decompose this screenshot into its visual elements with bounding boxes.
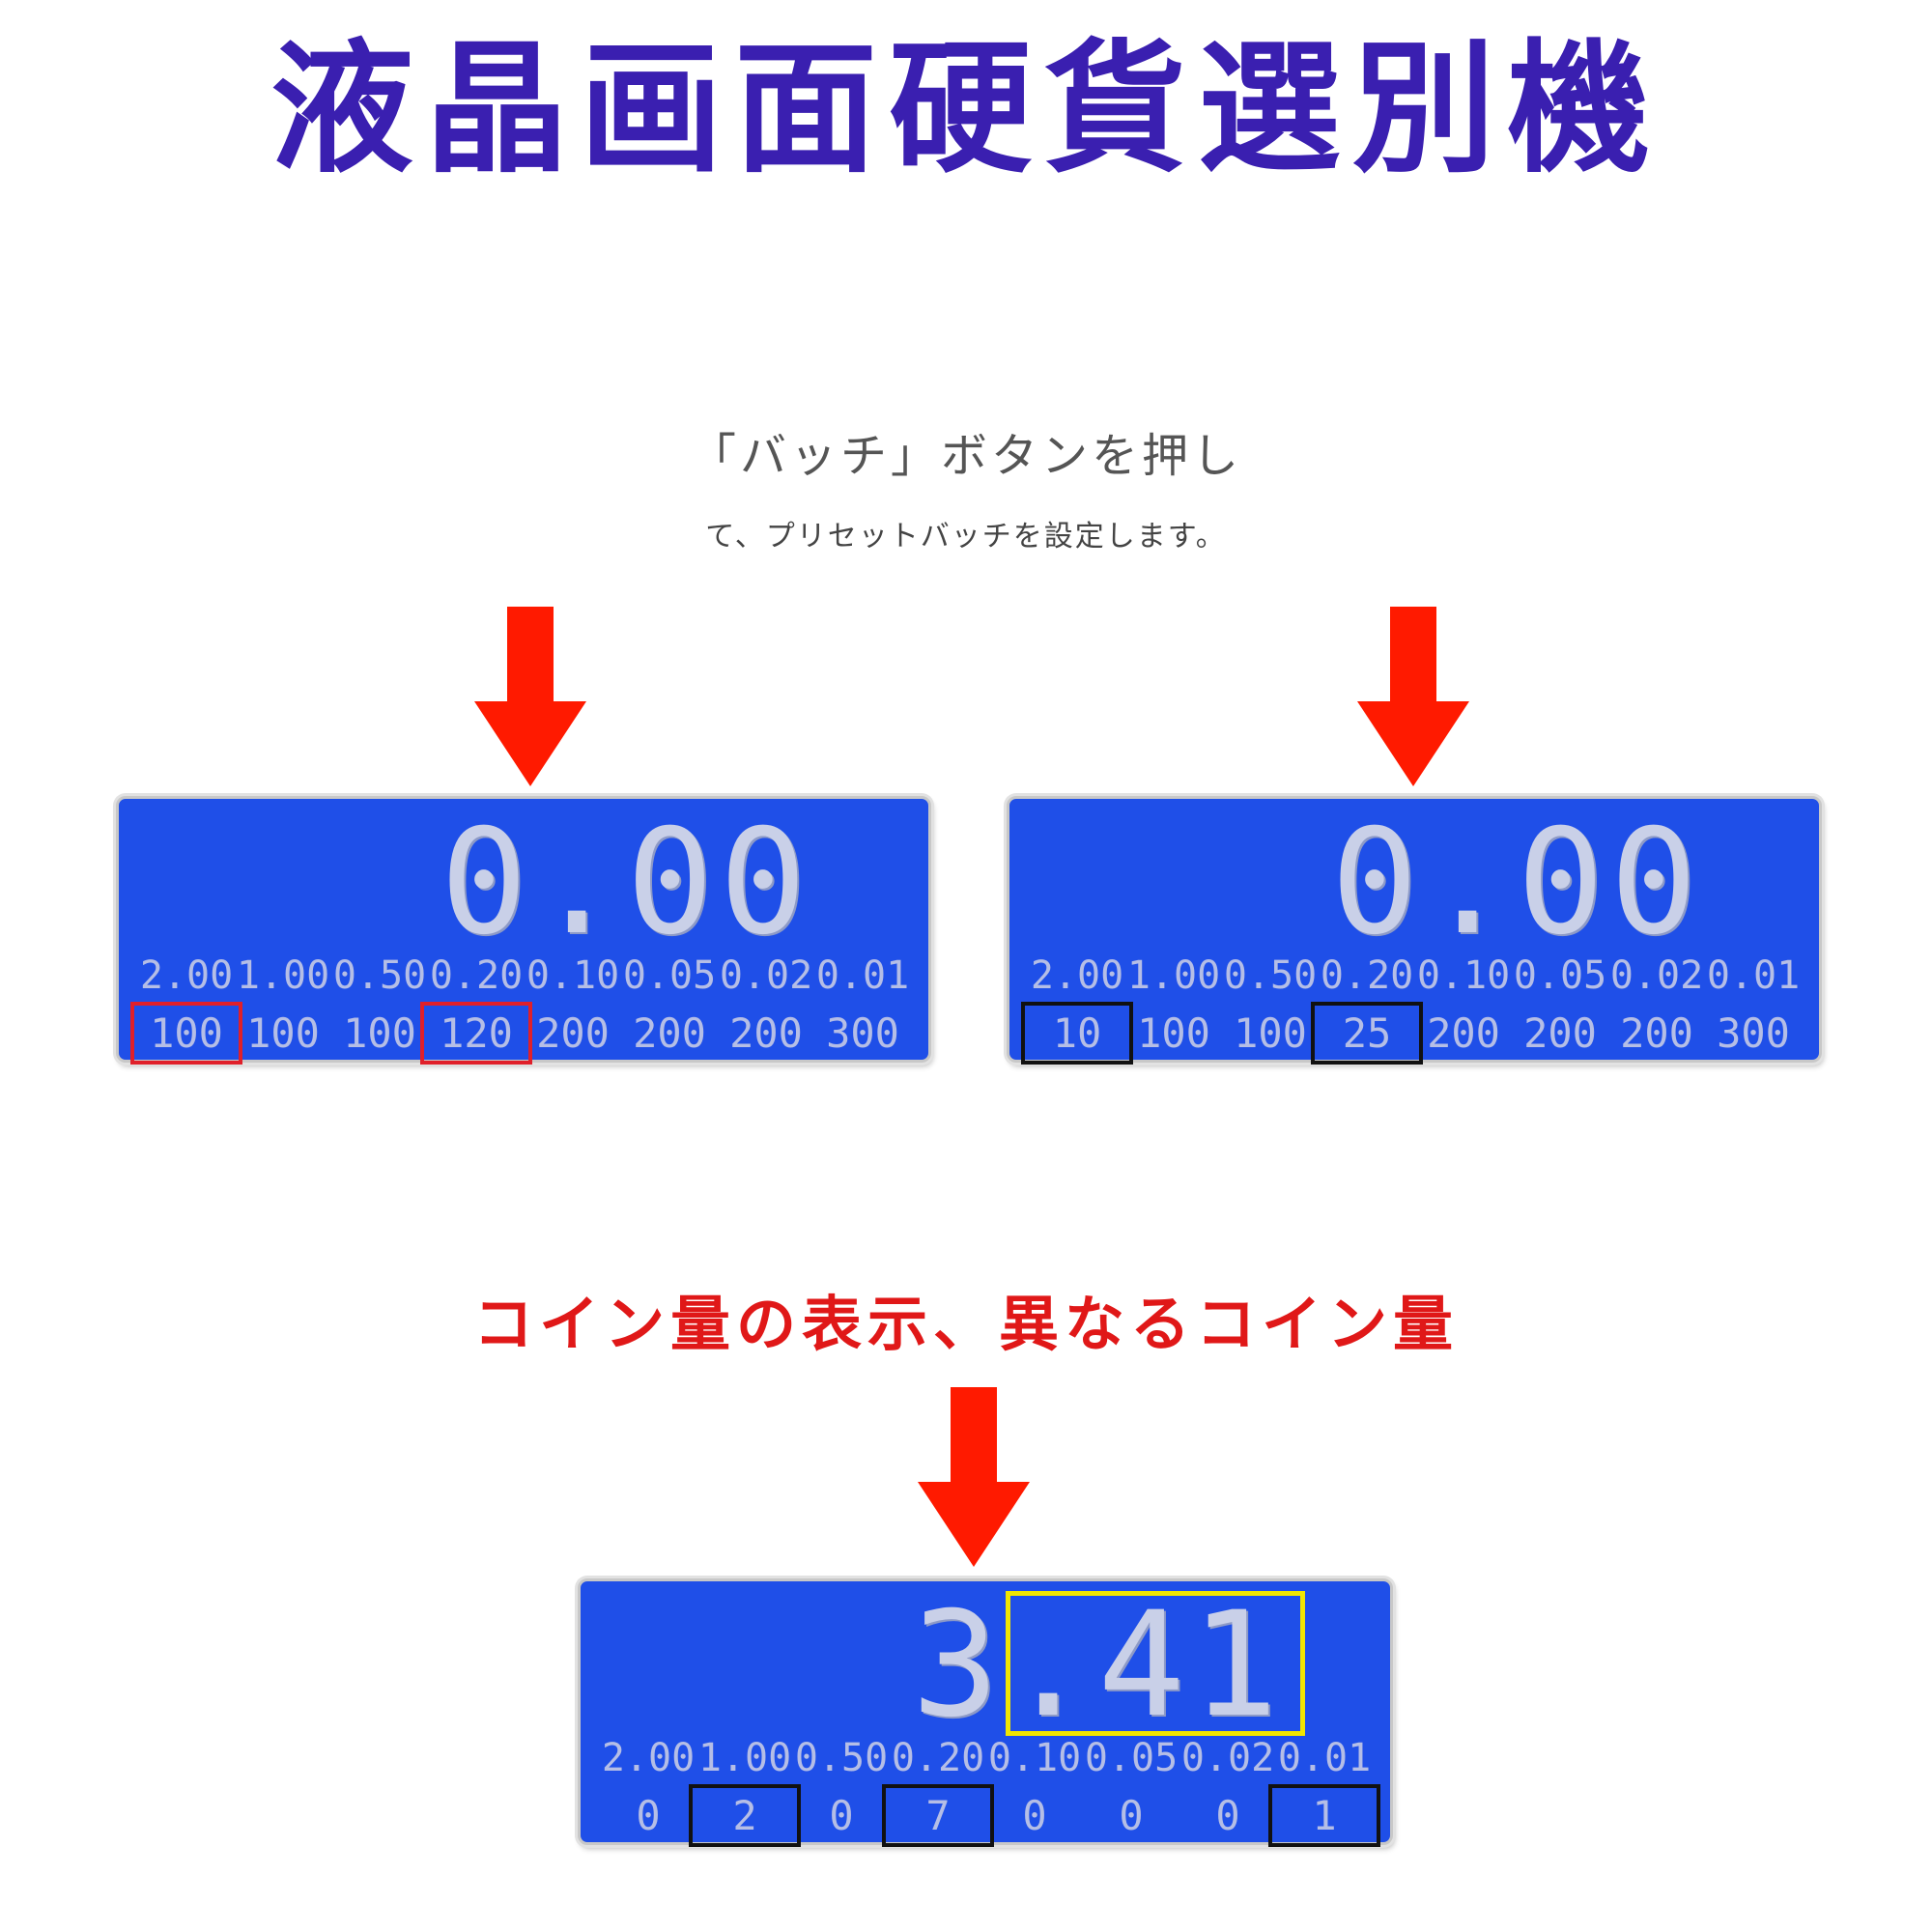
batch-count-row: 10 100 100 25 200 200 200 300 bbox=[1021, 1002, 1802, 1065]
denomination-label: 0.20 bbox=[891, 1736, 985, 1780]
lcd-total-value: 0.00 bbox=[440, 799, 812, 967]
coin-count: 0 bbox=[1119, 1792, 1144, 1839]
denomination-label: 0.05 bbox=[1513, 953, 1607, 998]
denomination-row: 2.00 1.00 0.50 0.20 0.10 0.05 0.02 0.01 bbox=[1029, 953, 1802, 998]
instruction-line-2: て、プリセットバッチを設定します。 bbox=[705, 520, 1227, 554]
denomination-row: 2.00 1.00 0.50 0.20 0.10 0.05 0.02 0.01 bbox=[138, 953, 911, 998]
batch-count: 300 bbox=[826, 1009, 899, 1057]
batch-count-highlighted: 10 bbox=[1021, 1002, 1133, 1065]
denomination-label: 0.50 bbox=[794, 1736, 889, 1780]
coin-count-row: 0 2 0 7 0 0 0 1 bbox=[600, 1784, 1380, 1847]
denomination-label: 0.02 bbox=[1609, 953, 1704, 998]
denomination-label: 0.02 bbox=[1180, 1736, 1275, 1780]
arrow-down-icon bbox=[474, 607, 586, 786]
coin-count-highlighted: 7 bbox=[882, 1784, 994, 1847]
lcd-display-count-result: 3.41 2.00 1.00 0.50 0.20 0.10 0.05 0.02 … bbox=[578, 1578, 1393, 1847]
instruction-line-1: 「バッチ」ボタンを押し bbox=[689, 429, 1242, 483]
arrow-down-icon bbox=[1357, 607, 1469, 786]
denomination-label: 0.20 bbox=[429, 953, 524, 998]
batch-count: 100 bbox=[343, 1009, 416, 1057]
batch-count: 200 bbox=[1427, 1009, 1500, 1057]
batch-count: 100 bbox=[246, 1009, 320, 1057]
denomination-label: 0.01 bbox=[1277, 1736, 1372, 1780]
batch-count-row: 100 100 100 120 200 200 200 300 bbox=[130, 1002, 911, 1065]
denomination-label: 0.50 bbox=[1223, 953, 1318, 998]
coin-count: 0 bbox=[1022, 1792, 1047, 1839]
denomination-label: 2.00 bbox=[601, 1736, 696, 1780]
denomination-label: 0.10 bbox=[987, 1736, 1082, 1780]
batch-count: 200 bbox=[1620, 1009, 1693, 1057]
lcd-display-preset-2: 0.00 2.00 1.00 0.50 0.20 0.10 0.05 0.02 … bbox=[1007, 796, 1822, 1065]
coin-count: 0 bbox=[636, 1792, 661, 1839]
batch-count: 200 bbox=[633, 1009, 706, 1057]
denomination-label: 0.10 bbox=[526, 953, 620, 998]
arrow-down-icon bbox=[918, 1387, 1030, 1567]
denomination-label: 0.05 bbox=[622, 953, 717, 998]
denomination-label: 0.50 bbox=[332, 953, 427, 998]
denomination-label: 1.00 bbox=[697, 1736, 792, 1780]
batch-count: 300 bbox=[1717, 1009, 1790, 1057]
total-highlight-box bbox=[1006, 1591, 1305, 1736]
denomination-label: 0.01 bbox=[815, 953, 910, 998]
denomination-label: 0.02 bbox=[719, 953, 813, 998]
batch-count-highlighted: 25 bbox=[1311, 1002, 1423, 1065]
section-subtitle: コイン量の表示、異なるコイン量 bbox=[472, 1289, 1459, 1359]
denomination-label: 2.00 bbox=[1030, 953, 1124, 998]
denomination-label: 0.20 bbox=[1320, 953, 1414, 998]
lcd-display-preset-1: 0.00 2.00 1.00 0.50 0.20 0.10 0.05 0.02 … bbox=[116, 796, 931, 1065]
batch-count: 200 bbox=[1523, 1009, 1597, 1057]
denomination-label: 0.01 bbox=[1706, 953, 1801, 998]
batch-count: 200 bbox=[729, 1009, 803, 1057]
lcd-total-value: 3.41 bbox=[911, 1581, 1284, 1749]
coin-count: 0 bbox=[1215, 1792, 1240, 1839]
batch-count: 200 bbox=[536, 1009, 610, 1057]
batch-count: 100 bbox=[1234, 1009, 1307, 1057]
coin-count-highlighted: 1 bbox=[1268, 1784, 1380, 1847]
denomination-label: 1.00 bbox=[1126, 953, 1221, 998]
batch-count: 100 bbox=[1137, 1009, 1210, 1057]
denomination-label: 2.00 bbox=[139, 953, 234, 998]
coin-count-highlighted: 2 bbox=[689, 1784, 801, 1847]
batch-count-highlighted: 120 bbox=[420, 1002, 532, 1065]
coin-count: 0 bbox=[829, 1792, 854, 1839]
denomination-label: 0.05 bbox=[1084, 1736, 1179, 1780]
denomination-label: 0.10 bbox=[1416, 953, 1511, 998]
page-title: 液晶画面硬貨選別機 bbox=[270, 26, 1662, 192]
denomination-label: 1.00 bbox=[236, 953, 330, 998]
lcd-total-value: 0.00 bbox=[1330, 799, 1703, 967]
denomination-row: 2.00 1.00 0.50 0.20 0.10 0.05 0.02 0.01 bbox=[600, 1736, 1373, 1780]
batch-count-highlighted: 100 bbox=[130, 1002, 242, 1065]
